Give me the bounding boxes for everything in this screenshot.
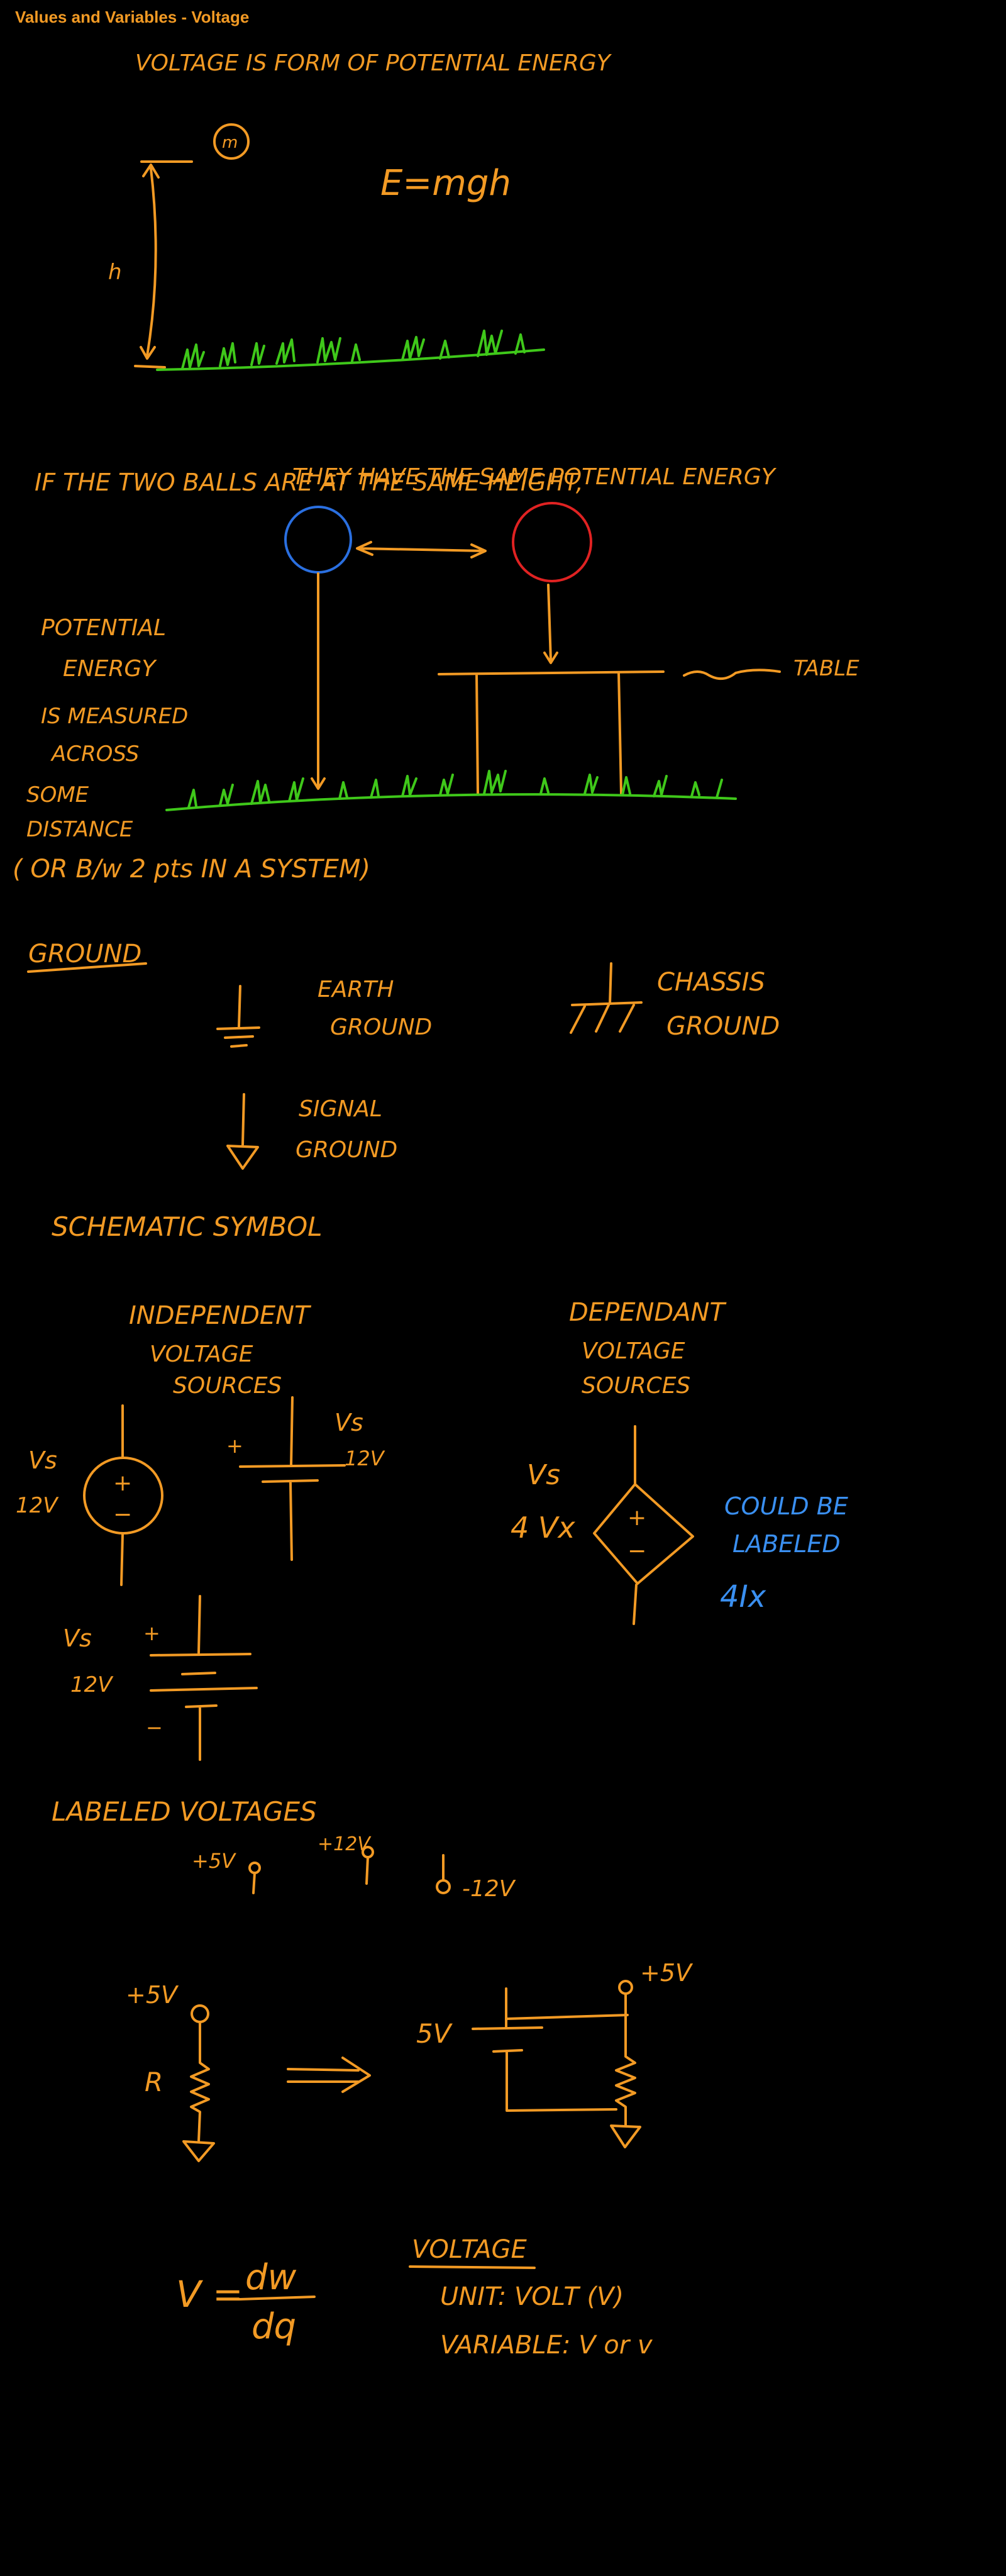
dependent-source-plus: + [627, 1505, 646, 1531]
red-ball-icon [512, 502, 592, 582]
chassis-ground-label-1: CHASSIS [657, 968, 765, 997]
ground-heading: GROUND [28, 940, 141, 969]
labeled-heading: LABELED VOLTAGES [52, 1796, 317, 1827]
circle-source-plus: + [113, 1470, 132, 1496]
battery-source-plus: + [226, 1434, 243, 1458]
battery-source-value: 12V [345, 1446, 385, 1470]
compare-arrow [356, 541, 487, 558]
note-line-4: ACROSS [50, 741, 139, 767]
measurement-note: POTENTIAL ENERGY IS MEASURED ACROSS SOME… [13, 615, 370, 884]
multi-cell-value: 12V [70, 1672, 114, 1697]
minus12v-node-icon [436, 1854, 451, 1894]
battery-source-vs: Vs [334, 1409, 363, 1436]
energy-equation: E=mgh [380, 163, 511, 204]
blue-ball-drop [311, 572, 326, 790]
voltage-unit: UNIT: VOLT (V) [440, 2282, 624, 2311]
independent-label-2: VOLTAGE [150, 1341, 253, 1367]
height-arrow [140, 164, 160, 360]
section1-heading: VOLTAGE IS FORM OF POTENTIAL ENERGY [135, 50, 612, 76]
circle-source-value: 12V [16, 1493, 59, 1518]
chassis-ground-label-2: GROUND [666, 1012, 780, 1041]
note-line-6: DISTANCE [26, 817, 133, 842]
note-line-2: ENERGY [63, 656, 157, 682]
mass-label: m [222, 133, 238, 152]
signal-ground-icon [226, 1093, 259, 1170]
dependent-source-vs: Vs [527, 1459, 560, 1491]
signal-ground-label-1: SIGNAL [299, 1096, 382, 1122]
mass-ball-icon: m [213, 123, 250, 160]
multi-cell-battery-icon: + − [143, 1595, 258, 1761]
plus12v-label: +12V [318, 1833, 372, 1855]
independent-label-1: INDEPENDENT [129, 1301, 312, 1330]
schematic-heading: SCHEMATIC SYMBOL [52, 1211, 323, 1242]
dependent-label-1: DEPENDANT [569, 1298, 727, 1327]
dependent-voltage-source-icon: + − [593, 1425, 694, 1625]
blue-note-value: 4Ix [720, 1579, 766, 1614]
page-title: Values and Variables - Voltage [15, 8, 250, 26]
dependent-source-value: 4 Vx [511, 1511, 575, 1545]
resistor-label: R [145, 2067, 163, 2097]
circle-source-minus: − [113, 1502, 132, 1528]
circle-source-vs: Vs [28, 1446, 57, 1474]
minus12v-label: -12V [462, 1876, 516, 1902]
plus5v-node-icon [248, 1862, 261, 1894]
note-line-1: POTENTIAL [41, 615, 166, 641]
right-circuit-icon [472, 1980, 641, 2148]
dependent-label-3: SOURCES [582, 1373, 690, 1399]
voltage-title: VOLTAGE [412, 2235, 528, 2264]
earth-ground-label-1: EARTH [318, 977, 394, 1002]
red-ball-drop [543, 584, 558, 664]
same-height-line1: IF THE TWO BALLS ARE AT THE SAME HEIGHT, [35, 469, 583, 496]
formula-lhs: V = [176, 2273, 243, 2316]
equivalence-arrow [287, 2057, 371, 2093]
height-label: h [108, 260, 122, 285]
chassis-ground-icon [570, 962, 643, 1034]
signal-ground-label-2: GROUND [296, 1137, 397, 1163]
earth-ground-icon [216, 985, 260, 1048]
left-circuit-voltage: +5V [126, 1981, 179, 2009]
plus5v-label: +5V [192, 1849, 236, 1873]
formula-denominator: dq [252, 2306, 296, 2347]
grass-2 [165, 770, 737, 811]
grass-1 [156, 330, 545, 371]
fraction-bar [238, 2296, 316, 2301]
dependent-source-minus: − [627, 1538, 646, 1564]
voltage-variable: VARIABLE: V or v [440, 2331, 653, 2360]
earth-ground-label-2: GROUND [330, 1014, 432, 1040]
note-line-7: ( OR B/w 2 pts IN A SYSTEM) [13, 855, 370, 884]
multi-cell-vs: Vs [63, 1624, 92, 1652]
ground-heading-underline [27, 962, 147, 973]
right-circuit-source-voltage: 5V [416, 2018, 453, 2049]
battery-source-icon: + [226, 1396, 346, 1561]
multi-cell-plus: + [143, 1621, 160, 1645]
note-line-5: SOME [26, 782, 89, 808]
right-circuit-node-voltage: +5V [640, 1959, 694, 1987]
table-pointer [683, 669, 781, 680]
circle-voltage-source-icon: + − [83, 1404, 163, 1586]
independent-label-3: SOURCES [173, 1373, 282, 1399]
note-line-3: IS MEASURED [41, 704, 188, 729]
same-height-line2: THEY HAVE THE SAME POTENTIAL ENERGY [292, 464, 777, 490]
blue-ball-icon [284, 506, 352, 574]
table-label: TABLE [793, 656, 860, 681]
voltage-title-underline [409, 2265, 536, 2269]
left-circuit-icon [182, 2004, 215, 2162]
formula-numerator: dw [245, 2257, 297, 2298]
blue-note-line-1: COULD BE [724, 1492, 848, 1520]
plus12v-node-icon [362, 1846, 374, 1885]
blue-note-line-2: LABELED [732, 1530, 841, 1558]
table-icon [438, 670, 665, 795]
ground-line-1 [134, 365, 166, 369]
multi-cell-minus: − [146, 1716, 163, 1740]
dependent-label-2: VOLTAGE [582, 1338, 685, 1364]
